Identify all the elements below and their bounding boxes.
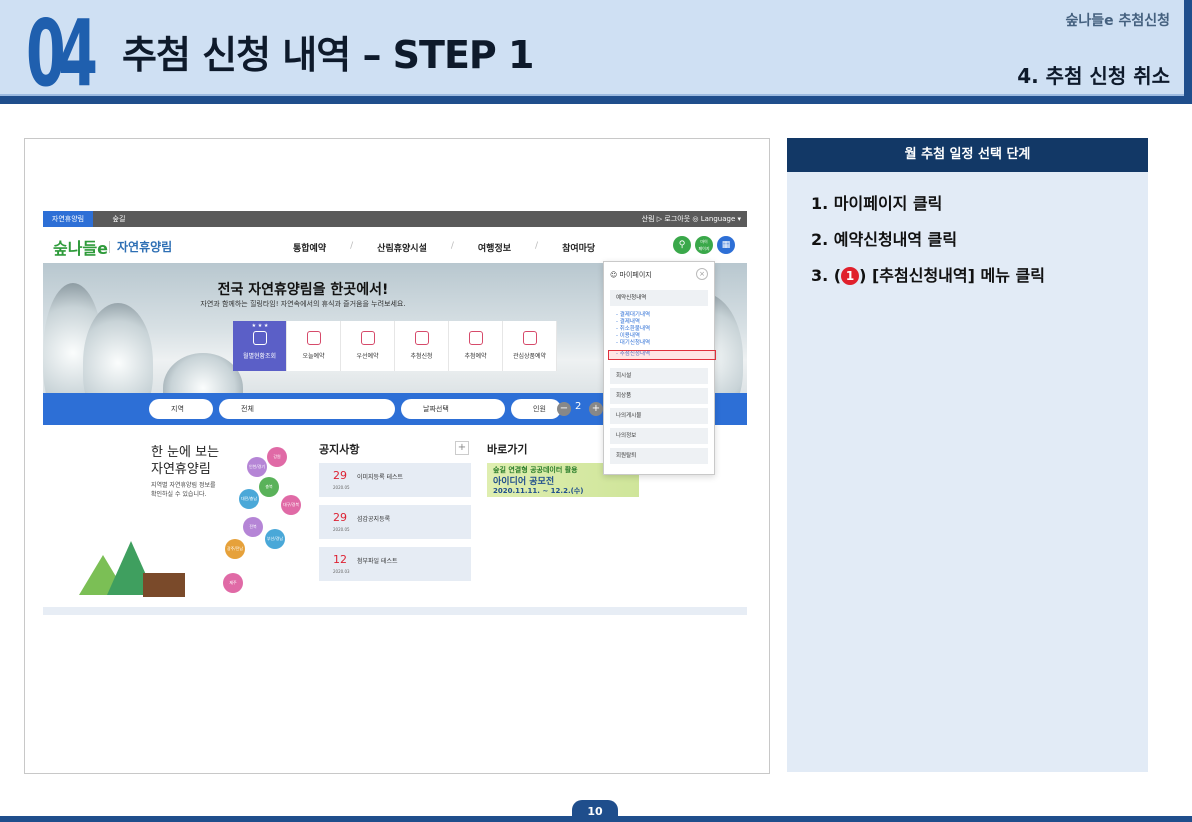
mypage-dropdown: ☺ 마이페이지 × 예약신청내역 - 결제대기내역 - 결제내역 - 취소환불내… — [603, 261, 716, 475]
mypage-button[interactable]: 마이 페이지 — [695, 236, 713, 254]
header-rule-light — [0, 94, 1192, 96]
dd-withdraw[interactable]: 회원탈퇴 — [610, 448, 708, 464]
grid-menu-icon[interactable]: ▦ — [717, 236, 735, 254]
notice-item[interactable]: 29 2020.05 이미지등록 테스트 — [319, 463, 471, 497]
notice-item[interactable]: 12 2020.03 첨부파일 테스트 — [319, 547, 471, 581]
region-gwangju[interactable]: 광주/전남 — [225, 539, 245, 559]
section-subtitle: 4. 추첨 신청 취소 — [1017, 64, 1170, 88]
dd-waiting-apply[interactable]: - 대기신청내역 — [616, 340, 651, 346]
map-description: 지역별 자연휴양림 정보를 확인하실 수 있습니다. — [151, 482, 216, 498]
menu-reservation[interactable]: 통합예약 — [293, 244, 327, 254]
map-title-line2: 자연휴양림 — [151, 462, 211, 477]
step-3: 3. (1) [추첨신청내역] 메뉴 클릭 — [811, 266, 1045, 285]
search-icon[interactable]: ⚲ — [673, 236, 691, 254]
step-2: 2. 예약신청내역 클릭 — [811, 230, 958, 249]
step-badge: 1 — [841, 267, 860, 285]
dd-item[interactable]: 회시설 — [610, 368, 708, 384]
section-number: 04 — [26, 0, 98, 107]
dd-payment-history[interactable]: - 결제내역 — [616, 319, 640, 325]
tab-forest[interactable]: 자연휴양림 — [43, 211, 93, 227]
lottery-history-highlight — [608, 350, 716, 360]
house-illustration — [143, 573, 185, 597]
region-select[interactable]: 지역 — [149, 399, 213, 419]
panel-title: 월 추첨 일정 선택 단계 — [787, 138, 1148, 172]
date-select[interactable]: 날짜선택 — [401, 399, 505, 419]
quick-monthly-status[interactable]: ★ ★ ★ 월별현황조회 — [233, 321, 287, 371]
quick-favorite[interactable]: 관심상품예약 — [503, 321, 557, 371]
main-menu: 통합예약 / 산림휴양시설 / 여행정보 / 참여마당 — [293, 241, 596, 254]
site-nav: 숲나들e 자연휴양림 통합예약 / 산림휴양시설 / 여행정보 / 참여마당 ⚲… — [43, 231, 747, 263]
dropdown-reservation-section[interactable]: 예약신청내역 — [610, 290, 708, 306]
lower-content: 한 눈에 보는 자연휴양림 지역별 자연휴양림 정보를 확인하실 수 있습니다.… — [43, 429, 747, 607]
region-daegu[interactable]: 대구/경북 — [281, 495, 301, 515]
tab-trail[interactable]: 숲길 — [112, 215, 126, 223]
region-detail-select[interactable]: 전체 — [219, 399, 395, 419]
menu-travel[interactable]: 여행정보 — [477, 244, 512, 254]
notice-more-button[interactable]: + — [455, 441, 469, 455]
site-footer-strip — [43, 607, 747, 615]
people-count: 2 — [575, 401, 582, 412]
menu-facilities[interactable]: 산림휴양시설 — [377, 244, 427, 254]
check-calendar-icon — [307, 331, 321, 345]
region-gangwon[interactable]: 강원 — [267, 447, 287, 467]
site-topbar: 자연휴양림 숲길 산림 ▷ 로그아웃 ◎ Language ▾ — [43, 211, 747, 227]
close-icon[interactable]: × — [696, 268, 708, 280]
user-icon — [361, 331, 375, 345]
header-edge-bar — [1184, 0, 1192, 104]
page-title: 추첨 신청 내역 – STEP 1 — [122, 33, 534, 77]
hero-title: 전국 자연휴양림을 한곳에서! — [217, 282, 389, 298]
dd-usage-history[interactable]: - 이용내역 — [616, 333, 640, 339]
quick-menu: ★ ★ ★ 월별현황조회 오늘예약 우선예약 추첨신청 추첨예약 관심상품예약 — [233, 321, 557, 371]
minus-button[interactable]: − — [557, 402, 571, 416]
dd-my-posts[interactable]: 나의게시물 — [610, 408, 708, 424]
app-name: 숲나들e 추첨신청 — [1065, 13, 1170, 29]
quick-lottery-reserve[interactable]: 추첨예약 — [449, 321, 503, 371]
utility-links[interactable]: 산림 ▷ 로그아웃 ◎ Language ▾ — [641, 215, 741, 223]
star-icon — [415, 331, 429, 345]
calendar-icon — [253, 331, 267, 345]
header-rule — [0, 96, 1192, 104]
site-logo[interactable]: 숲나들e — [53, 239, 109, 258]
menu-community[interactable]: 참여마당 — [562, 244, 596, 254]
plus-button[interactable]: + — [589, 402, 603, 416]
dd-my-info[interactable]: 나의정보 — [610, 428, 708, 444]
website-screenshot: 자연휴양림 숲길 산림 ▷ 로그아웃 ◎ Language ▾ 숲나들e 자연휴… — [24, 138, 770, 774]
dd-lottery-history[interactable]: - 추첨신청내역 — [616, 351, 651, 357]
hand-pointer-icon — [523, 331, 537, 345]
site-section-name: 자연휴양림 — [117, 240, 173, 254]
page-number: 10 — [572, 800, 618, 822]
logo-divider — [109, 241, 110, 253]
instruction-panel: 월 추첨 일정 선택 단계 1. 마이페이지 클릭 2. 예약신청내역 클릭 3… — [787, 138, 1148, 772]
region-jeonbuk[interactable]: 전북 — [243, 517, 263, 537]
quick-today[interactable]: 오늘예약 — [287, 321, 341, 371]
notice-title: 공지사항 — [319, 443, 360, 456]
region-chungbuk[interactable]: 충북 — [259, 477, 279, 497]
quick-lottery-apply[interactable]: 추첨신청 — [395, 321, 449, 371]
dd-refund-history[interactable]: - 취소환불내역 — [616, 326, 651, 332]
dd-item[interactable]: 회상품 — [610, 388, 708, 404]
region-busan[interactable]: 부산/경남 — [265, 529, 285, 549]
notice-item[interactable]: 29 2020.05 섬감공지등록 — [319, 505, 471, 539]
quick-links-title: 바로가기 — [487, 443, 528, 456]
region-incheon[interactable]: 인천/경기 — [247, 457, 267, 477]
dd-payment-waiting[interactable]: - 결제대기내역 — [616, 312, 651, 318]
hero-subtitle: 자연과 함께하는 힐링타임! 자연속에서의 휴식과 즐거움을 누려보세요. — [200, 300, 406, 308]
quick-priority[interactable]: 우선예약 — [341, 321, 395, 371]
step-1: 1. 마이페이지 클릭 — [811, 194, 943, 213]
region-jeju[interactable]: 제주 — [223, 573, 243, 593]
dropdown-title: ☺ 마이페이지 — [610, 271, 652, 279]
slide-header: 04 추첨 신청 내역 – STEP 1 숲나들e 추첨신청 4. 추첨 신청 … — [0, 0, 1192, 104]
people-label: 인원 — [511, 399, 561, 419]
region-daejeon[interactable]: 대전/충남 — [239, 489, 259, 509]
calendar-icon — [469, 331, 483, 345]
map-title-line1: 한 눈에 보는 — [151, 445, 220, 460]
